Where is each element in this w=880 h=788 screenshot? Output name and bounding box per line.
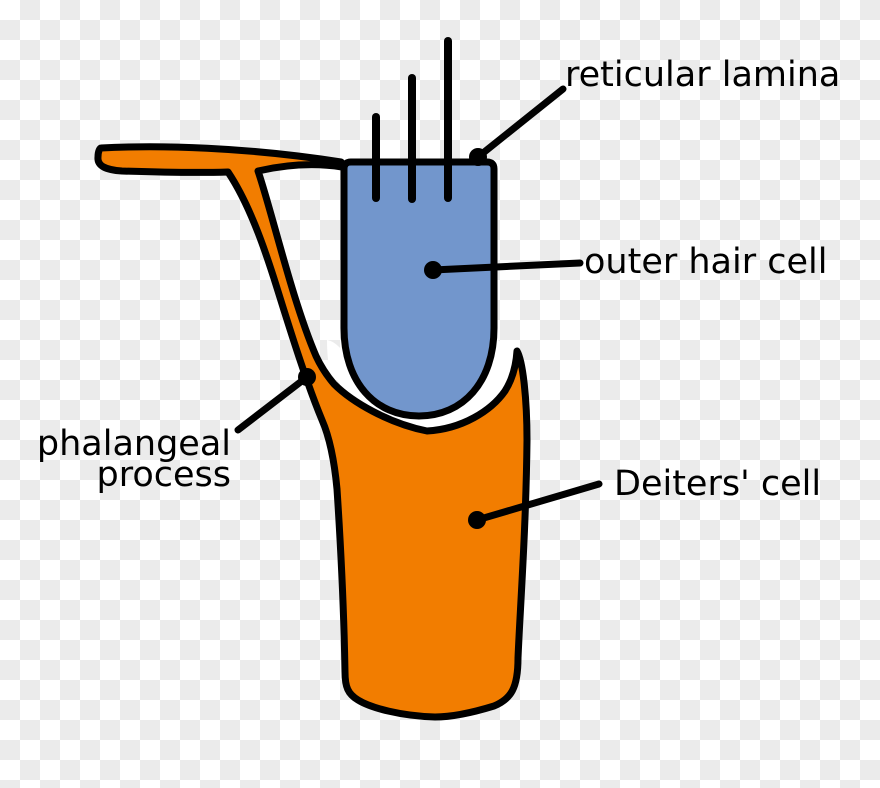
label-phalangeal-line2: process (96, 455, 232, 495)
pointer-dot-deiters-cell (468, 511, 486, 529)
pointer-dot-reticular-lamina (469, 148, 487, 166)
label-phalangeal-line1: phalangeal (36, 424, 231, 464)
label-outer-hair-cell: outer hair cell (584, 242, 828, 282)
label-phalangeal-process: phalangeal process (28, 427, 231, 493)
pointer-line-reticular-lamina (474, 85, 567, 161)
pointer-dot-outer-hair-cell (424, 261, 442, 279)
pointer-line-phalangeal-process (234, 373, 311, 434)
cup-gap-region (327, 337, 517, 431)
pointer-line-outer-hair-cell (429, 259, 584, 274)
deiters-cell-shape (94, 143, 531, 721)
pointer-line-deiters-cell (473, 480, 603, 524)
outer-hair-cell-shape (340, 158, 498, 420)
pointer-dot-phalangeal-process (298, 368, 316, 386)
label-deiters-cell: Deiters' cell (614, 464, 822, 504)
label-reticular-lamina: reticular lamina (565, 55, 841, 95)
